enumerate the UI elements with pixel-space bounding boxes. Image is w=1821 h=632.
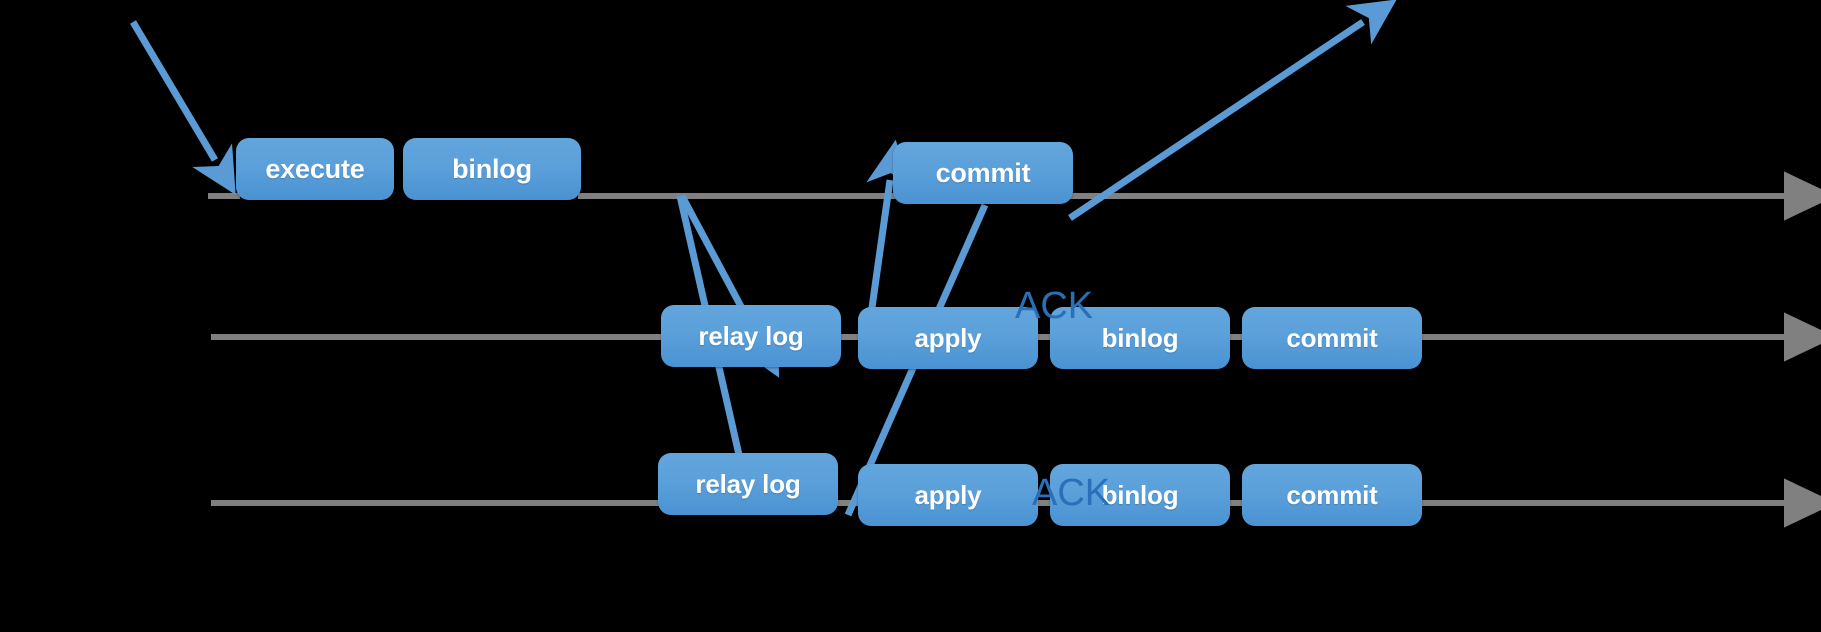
flow-client-response bbox=[1068, 0, 1397, 221]
node-commit-replica-2[interactable]: commit bbox=[1242, 464, 1422, 526]
node-apply-replica-1-label: apply bbox=[914, 322, 982, 353]
node-execute[interactable]: execute bbox=[236, 138, 394, 200]
node-apply-replica-2[interactable]: apply bbox=[858, 464, 1038, 526]
node-commit-master-label: commit bbox=[935, 157, 1031, 188]
node-commit-replica-2-label: commit bbox=[1286, 479, 1378, 510]
node-binlog-replica-1-label: binlog bbox=[1101, 322, 1179, 353]
node-relay-log-replica-1[interactable]: relay log bbox=[661, 305, 841, 367]
node-commit-master[interactable]: commit bbox=[893, 142, 1073, 204]
node-binlog-replica-1[interactable]: binlog bbox=[1050, 307, 1230, 369]
node-relay-log-replica-2-label: relay log bbox=[695, 468, 801, 499]
node-binlog-replica-2-label: binlog bbox=[1101, 479, 1179, 510]
node-binlog-replica-2[interactable]: binlog bbox=[1050, 464, 1230, 526]
node-binlog-master[interactable]: binlog bbox=[403, 138, 581, 200]
flow-client-request bbox=[129, 20, 236, 195]
ack-label-replica-1: ACK bbox=[1015, 285, 1094, 327]
node-relay-log-replica-1-label: relay log bbox=[698, 320, 804, 351]
node-relay-log-replica-2[interactable]: relay log bbox=[658, 453, 838, 515]
node-commit-replica-1-label: commit bbox=[1286, 322, 1378, 353]
ack-label-replica-2: ACK bbox=[1032, 472, 1111, 514]
node-apply-replica-1[interactable]: apply bbox=[858, 307, 1038, 369]
node-binlog-master-label: binlog bbox=[452, 153, 532, 184]
node-commit-replica-1[interactable]: commit bbox=[1242, 307, 1422, 369]
node-execute-label: execute bbox=[265, 153, 365, 184]
node-apply-replica-2-label: apply bbox=[914, 479, 982, 510]
